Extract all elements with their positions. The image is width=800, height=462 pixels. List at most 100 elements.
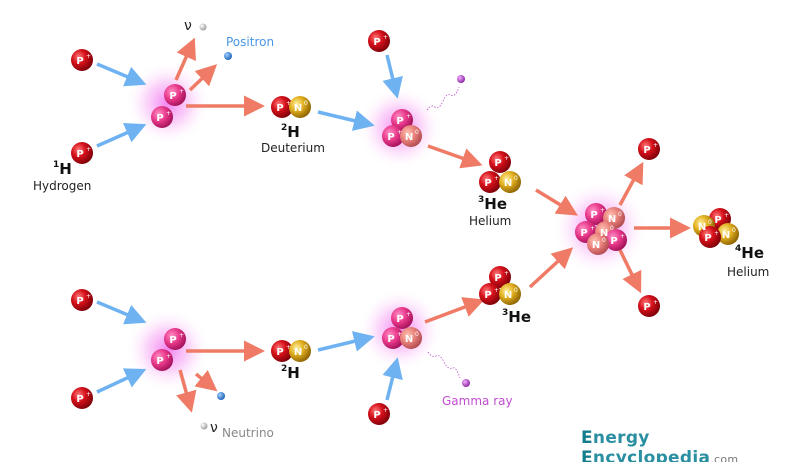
svg-text:N: N (504, 178, 512, 189)
proton (391, 307, 413, 329)
svg-text:+: + (504, 270, 509, 277)
proton-label: P+ (169, 332, 184, 346)
svg-text:+: + (286, 344, 291, 351)
hydrogen-label: Hydrogen (33, 179, 92, 193)
proton (71, 49, 93, 71)
svg-text:+: + (714, 230, 719, 237)
proton (382, 327, 404, 349)
proton (605, 229, 627, 251)
proton-label: P+ (76, 146, 91, 160)
svg-text:P: P (484, 178, 491, 189)
svg-text:+: + (406, 113, 411, 120)
positron-particle (217, 392, 225, 400)
svg-text:+: + (86, 53, 91, 60)
proton-label: P+ (76, 391, 91, 405)
svg-text:P: P (373, 37, 380, 48)
svg-text:+: + (166, 353, 171, 360)
neutrino-symbol-bottom: ν (210, 420, 218, 436)
svg-text:+: + (494, 175, 499, 182)
proton-label: P+ (714, 212, 729, 226)
proton (164, 84, 186, 106)
proton-label: P+ (396, 311, 411, 325)
proton (151, 349, 173, 371)
proton (368, 403, 390, 425)
fusion-glow (126, 308, 210, 392)
svg-text:P: P (156, 113, 163, 124)
proton (271, 340, 293, 362)
gamma-photon (462, 379, 470, 387)
input-arrow (96, 300, 147, 325)
svg-text:P: P (276, 103, 283, 114)
proton-label: P+ (643, 142, 658, 156)
proton-label: P+ (387, 129, 402, 143)
svg-text:+: + (166, 110, 171, 117)
svg-text:+: + (383, 407, 388, 414)
helium3-isotope-label: 3He (478, 195, 507, 213)
output-arrow (174, 37, 196, 81)
input-arrow (382, 357, 403, 401)
proton (151, 106, 173, 128)
svg-text:0: 0 (708, 219, 712, 226)
proton (479, 171, 501, 193)
neutron (400, 125, 422, 147)
svg-text:N: N (405, 334, 413, 345)
svg-text:0: 0 (304, 344, 308, 351)
input-arrow (96, 368, 147, 394)
neutron (717, 223, 739, 245)
svg-text:P: P (643, 302, 650, 313)
svg-text:P: P (76, 56, 83, 67)
proton-label: P+ (643, 299, 658, 313)
svg-text:0: 0 (514, 175, 518, 182)
proton (391, 109, 413, 131)
positron-label: Positron (226, 35, 275, 49)
output-arrow (176, 369, 197, 413)
proton (164, 328, 186, 350)
svg-text:P: P (387, 334, 394, 345)
gamma-wave (426, 86, 460, 111)
proton-label: P+ (590, 207, 605, 221)
gamma-wave (427, 351, 461, 379)
proton (71, 387, 93, 409)
svg-text:+: + (86, 146, 91, 153)
svg-text:P: P (590, 210, 597, 221)
proton-label: P+ (387, 331, 402, 345)
proton-label: P+ (396, 113, 411, 127)
svg-text:N: N (722, 230, 730, 241)
svg-text:P: P (373, 410, 380, 421)
output-arrow (194, 370, 218, 392)
svg-text:P: P (643, 145, 650, 156)
positron-particle (224, 52, 232, 60)
svg-text:P: P (494, 273, 501, 284)
proton-label: P+ (76, 293, 91, 307)
svg-text:+: + (620, 233, 625, 240)
proton (382, 125, 404, 147)
hydrogen-isotope-label: 1H (53, 160, 72, 178)
proton-label: P+ (494, 155, 509, 169)
proton-label: P+ (373, 407, 388, 421)
svg-text:+: + (590, 225, 595, 232)
svg-text:+: + (406, 311, 411, 318)
neutron (499, 283, 521, 305)
svg-text:+: + (653, 299, 658, 306)
proton (638, 295, 660, 317)
svg-text:N: N (600, 228, 608, 239)
svg-text:+: + (397, 129, 402, 136)
svg-text:+: + (653, 142, 658, 149)
energy-encyclopedia-logo: Energy Encyclopedia.com (581, 428, 739, 462)
input-arrow (382, 54, 403, 99)
output-arrow (528, 247, 574, 289)
neutron (289, 96, 311, 118)
helium3-isotope-label-bottom: 3He (502, 308, 531, 326)
input-arrow (317, 331, 375, 352)
neutron (289, 340, 311, 362)
svg-text:N: N (294, 103, 302, 114)
svg-text:P: P (276, 347, 283, 358)
output-arrow (618, 249, 642, 294)
